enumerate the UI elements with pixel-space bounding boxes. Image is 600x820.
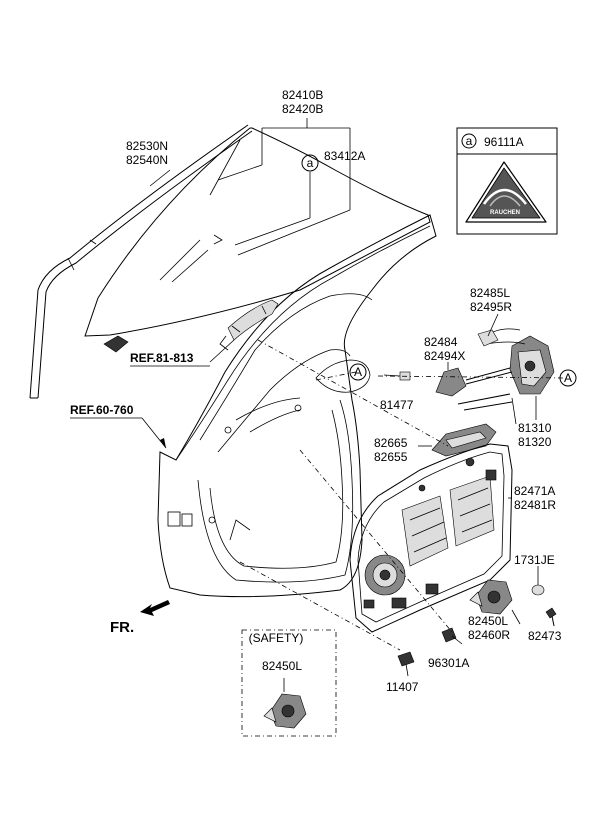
label-82495r: 82495R (470, 300, 512, 314)
label-82494x: 82494X (424, 349, 465, 363)
callout-letter: a (466, 134, 473, 148)
safety-title: (SAFETY) (249, 631, 304, 645)
label-82655: 82655 (374, 450, 408, 464)
label-82450l: 82450L (468, 614, 508, 628)
bolt-82473-icon (545, 607, 557, 627)
label-leaders (447, 313, 537, 425)
ref-door-label: REF.60-760 (70, 403, 134, 417)
label-82665: 82665 (374, 436, 408, 450)
label-82484: 82484 (424, 335, 458, 349)
door-latch-icon (477, 328, 555, 395)
clip-a-circle (301, 154, 319, 172)
door-glass (84, 127, 431, 353)
marker-a-left-text: A (354, 365, 362, 379)
grommet-icon (531, 566, 545, 596)
label-82530n: 82530N (126, 139, 168, 153)
alignment-lines (239, 339, 567, 651)
label-82420b: 82420B (282, 102, 323, 116)
bolt-96301a-icon (441, 627, 463, 645)
glass-run-channel (29, 124, 253, 399)
regulator-motor-icon (469, 579, 513, 615)
glass-clip-icon (103, 335, 129, 353)
ref-handle-label: REF.81-813 (130, 351, 194, 365)
marker-a-right: A (559, 369, 577, 387)
label-11407: 11407 (386, 680, 419, 694)
callout-box: a 96111A RAUCHEN (456, 127, 558, 235)
label-81477: 81477 (380, 398, 414, 412)
safety-part-label: 82450L (262, 659, 302, 673)
label-96301a: 96301A (428, 656, 469, 670)
marker-a-left: A (349, 363, 367, 381)
bolt-11407-icon (397, 651, 415, 677)
label-82485l: 82485L (470, 286, 510, 300)
label-81320: 81320 (518, 435, 552, 449)
label-82481r: 82481R (514, 498, 556, 512)
safety-regulator-icon (263, 693, 307, 729)
inside-handle-icon (418, 423, 497, 457)
front-direction-arrow (140, 600, 170, 616)
callout-part-label: 96111A (484, 135, 524, 149)
outside-handle-icon (219, 299, 279, 351)
label-82460r: 82460R (468, 628, 510, 642)
callout-letter-circle (461, 133, 477, 149)
door-module-panel (349, 443, 513, 633)
safety-box: (SAFETY) 82450L (241, 629, 337, 737)
front-direction-label: FR. (110, 619, 134, 636)
marker-a-right-text: A (564, 371, 572, 385)
glass-label-bracket: a (217, 118, 351, 256)
label-82473: 82473 (528, 629, 562, 643)
label-82471a: 82471A (514, 484, 555, 498)
label-81310: 81310 (518, 421, 552, 435)
label-1731je: 1731JE (514, 553, 555, 567)
lock-rod-icon (435, 367, 513, 411)
door-shell (157, 214, 437, 598)
warning-seal-icon: RAUCHEN (465, 161, 547, 223)
label-82410b: 82410B (282, 88, 323, 102)
clip-a-letter: a (307, 156, 314, 170)
label-83412a: 83412A (324, 149, 365, 163)
label-82540n: 82540N (126, 153, 168, 167)
part-labels: 82410B 82420B 82530N 82540N 83412A 82485… (126, 88, 562, 694)
seal-text: RAUCHEN (490, 210, 520, 216)
